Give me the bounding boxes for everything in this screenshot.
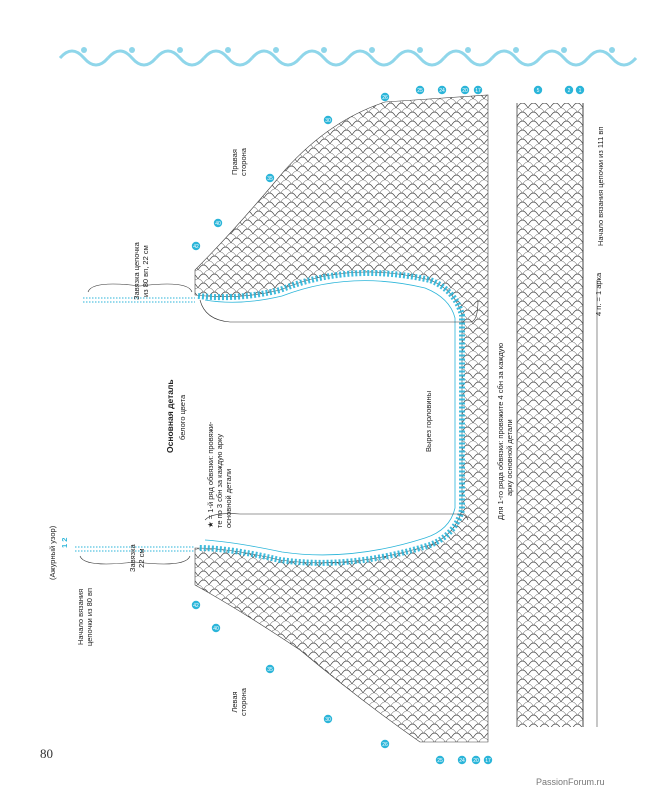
watermark: PassionForum.ru [536, 777, 605, 787]
row-marker-circle [323, 714, 333, 724]
main-piece-mesh [194, 94, 489, 743]
row-marker-circle [191, 600, 201, 610]
star-leader-bottom [204, 513, 469, 521]
ornament-dot [225, 47, 231, 53]
row-marker-label: 2 [568, 88, 571, 94]
ornament-dot [81, 47, 87, 53]
row-marker-label: 24 [439, 88, 445, 94]
row-marker-label: 20 [462, 88, 468, 94]
row-marker-label: 35 [267, 667, 273, 673]
star-note: ★ = 1-й ряд обвязки: провяжи- те по 3 сб… [206, 421, 233, 528]
ornament-swirl [346, 49, 398, 67]
ornament-dot [465, 47, 471, 53]
row-marker-circle [533, 85, 543, 95]
row-marker-label: 25 [437, 758, 443, 764]
ornament-dot [273, 47, 279, 53]
row-marker-label: 25 [417, 88, 423, 94]
row-marker-circle [437, 85, 447, 95]
ornament-swirl [538, 49, 590, 67]
ornament-swirl [298, 49, 350, 67]
arch-note: 4 п. = 1 арка [594, 272, 603, 316]
ornament-swirl [58, 49, 110, 67]
row-marker-label: 24 [459, 758, 465, 764]
top-ornament-border [58, 47, 638, 67]
row-marker-circle [483, 755, 493, 765]
row-marker-label: 26 [382, 95, 388, 101]
page-number: 80 [40, 746, 53, 761]
row-marker-circle [471, 755, 481, 765]
row-marker-circle [435, 755, 445, 765]
ornament-dot [177, 47, 183, 53]
ornament-dot [561, 47, 567, 53]
row-marker-circle [473, 85, 483, 95]
row-marker-label: 30 [325, 118, 331, 124]
row-marker-label: 26 [382, 742, 388, 748]
ornament-swirl [250, 49, 302, 67]
ornament-swirl [490, 49, 542, 67]
ornament-dot [369, 47, 375, 53]
row-marker-circle [564, 85, 574, 95]
ornament-swirl [202, 49, 254, 67]
ornament-swirl [442, 49, 494, 67]
row-marker-label: 35 [267, 176, 273, 182]
row-marker-label: 17 [485, 758, 491, 764]
row-marker-label: 42 [193, 603, 199, 609]
row-marker-circle [415, 85, 425, 95]
neck-edging [197, 269, 465, 566]
row-marker-circle [323, 115, 333, 125]
row-markers: 5 2 1 26 25 24 20 17 30 35 40 42 42 40 35 30 26 25 24 20 17 [191, 85, 585, 765]
row-marker-circle [213, 218, 223, 228]
row-marker-label: 30 [325, 717, 331, 723]
row-marker-label: 20 [473, 758, 479, 764]
ornament-swirl [394, 49, 446, 67]
ornament-dot [129, 47, 135, 53]
row-marker-label: 5 [537, 88, 540, 94]
row-marker-circle [265, 173, 275, 183]
main-title: Основная деталь [165, 379, 175, 453]
ornament-swirl [106, 49, 158, 67]
row-marker-label: 42 [193, 244, 199, 250]
row-marker-circle [380, 92, 390, 102]
right-tie-bracket [87, 283, 193, 293]
ornament-swirl [154, 49, 206, 67]
azure-rows-label: 1 2 [60, 537, 69, 548]
ornament-dot [513, 47, 519, 53]
bottom-strip-mesh [517, 103, 583, 727]
ornament-dot [609, 47, 615, 53]
row-marker-circle [460, 85, 470, 95]
left-tie-bracket [79, 555, 191, 565]
row-marker-circle [575, 85, 585, 95]
row-marker-label: 40 [215, 221, 221, 227]
bottom-start-label: Начало вязания цепочки из 111 вп [596, 126, 605, 246]
azure-pattern-label: (Ажурный узор) [48, 525, 57, 580]
first-row-note: Для 1-го ряда обвязки: провяжите 4 сбн з… [496, 342, 514, 520]
main-subtitle: белого цвета [178, 394, 187, 440]
row-marker-circle [265, 664, 275, 674]
neck-cutout-label: Вырез горловины [424, 390, 433, 452]
row-marker-label: 1 [579, 88, 582, 94]
ornament-dot [321, 47, 327, 53]
row-marker-circle [191, 241, 201, 251]
ornament-swirl [586, 49, 638, 67]
row-marker-circle [211, 623, 221, 633]
row-marker-circle [457, 755, 467, 765]
row-marker-circle [380, 739, 390, 749]
ornament-dot [417, 47, 423, 53]
neck-edging-inner [204, 280, 456, 556]
star-leader-top [199, 299, 479, 323]
row-marker-label: 17 [475, 88, 481, 94]
row-marker-label: 40 [213, 626, 219, 632]
